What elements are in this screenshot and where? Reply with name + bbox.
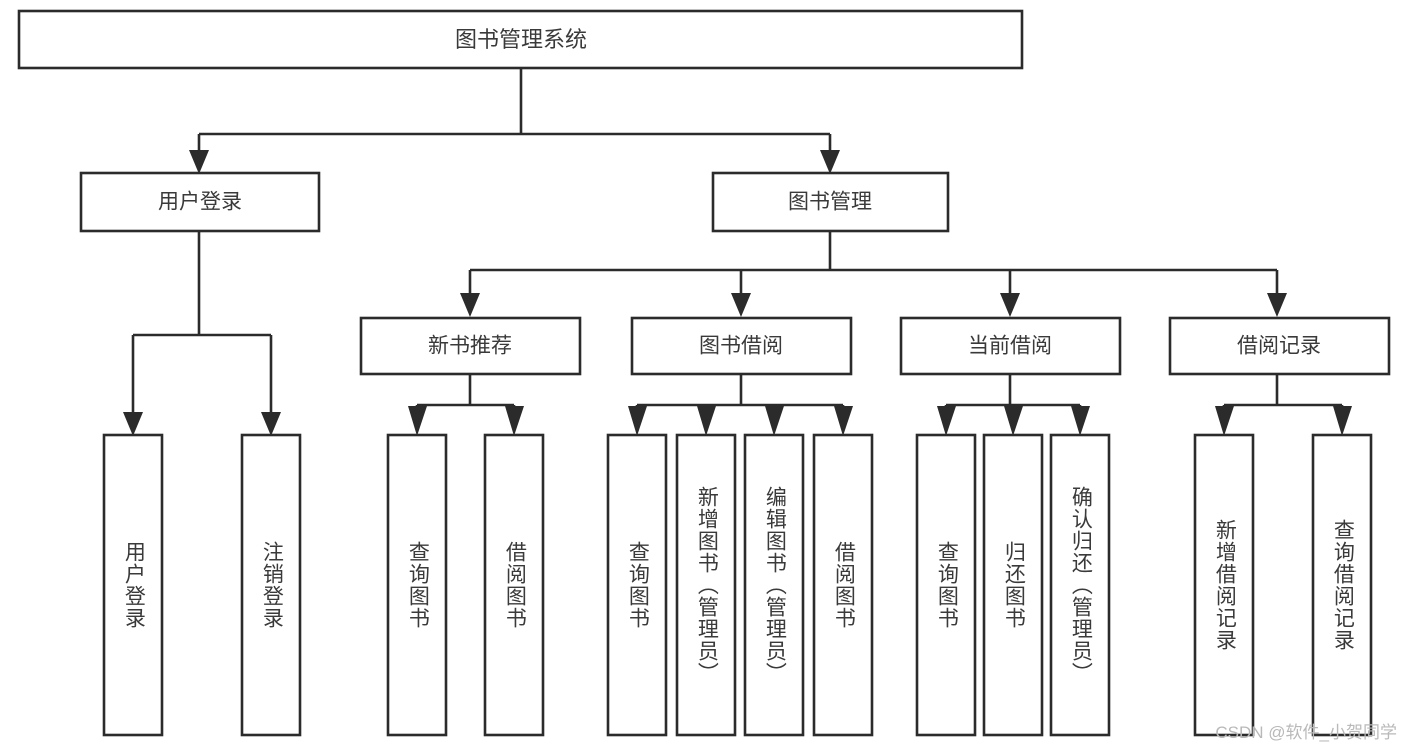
leaf-new-book-1[interactable] — [386, 433, 448, 737]
arrow-icon-current-leaf-1 — [937, 406, 956, 436]
arrow-icon-userlogin-leaf-2 — [261, 412, 281, 436]
arrow-icon-borrow-leaf-1 — [628, 406, 647, 436]
leaf-borrow-record-2[interactable] — [1311, 433, 1373, 737]
arrow-icon-to-record — [1267, 293, 1287, 317]
node-user-login-label: 用户登录 — [158, 191, 242, 214]
arrow-icon-borrow-leaf-2 — [697, 406, 716, 436]
node-current-borrow-label: 当前借阅 — [968, 335, 1052, 358]
node-book-manage-label: 图书管理 — [788, 191, 872, 214]
arrow-icon-to-current — [1000, 293, 1020, 317]
leaf-new-book-2[interactable] — [483, 433, 545, 737]
leaf-book-borrow-3[interactable] — [743, 433, 805, 737]
node-user-login[interactable]: 用户登录 — [79, 171, 321, 233]
arrow-heads — [123, 150, 1352, 436]
arrow-icon-to-borrow — [731, 293, 751, 317]
node-current-borrow[interactable]: 当前借阅 — [899, 316, 1122, 376]
leaf-current-borrow-2[interactable] — [982, 433, 1044, 737]
leaf-book-borrow-4[interactable] — [812, 433, 874, 737]
leaf-book-borrow-2[interactable] — [675, 433, 737, 737]
arrow-icon-borrow-leaf-3 — [765, 406, 784, 436]
node-new-book-recommend-label: 新书推荐 — [428, 335, 512, 358]
arrow-icon-to-newbook — [460, 293, 480, 317]
arrow-icon-record-leaf-2 — [1333, 406, 1352, 436]
leaf-user-login-1[interactable] — [102, 433, 164, 737]
node-borrow-record-label: 借阅记录 — [1237, 335, 1321, 358]
node-book-borrow[interactable]: 图书借阅 — [630, 316, 853, 376]
node-book-manage[interactable]: 图书管理 — [711, 171, 950, 233]
node-root[interactable]: 图书管理系统 — [17, 9, 1024, 70]
arrow-icon-newbook-leaf-2 — [505, 406, 524, 436]
node-root-label: 图书管理系统 — [455, 27, 587, 52]
arrow-icon-current-leaf-3 — [1071, 406, 1090, 436]
node-book-borrow-label: 图书借阅 — [699, 335, 783, 358]
leaf-book-borrow-1[interactable] — [606, 433, 668, 737]
watermark: CSDN @软件_小贺同学 — [1215, 723, 1397, 742]
leaf-current-borrow-3[interactable] — [1049, 433, 1111, 737]
arrow-icon-to-user-login — [189, 150, 209, 174]
leaf-user-login-2[interactable] — [240, 433, 302, 737]
arrow-icon-to-book-manage — [820, 150, 840, 174]
leaf-current-borrow-1[interactable] — [915, 433, 977, 737]
node-borrow-record[interactable]: 借阅记录 — [1168, 316, 1391, 376]
arrow-icon-record-leaf-1 — [1215, 406, 1234, 436]
leaf-borrow-record-1[interactable] — [1193, 433, 1255, 737]
arrow-icon-current-leaf-2 — [1004, 406, 1023, 436]
arrow-icon-newbook-leaf-1 — [408, 406, 427, 436]
arrow-icon-userlogin-leaf-1 — [123, 412, 143, 436]
node-new-book-recommend[interactable]: 新书推荐 — [359, 316, 582, 376]
arrow-icon-borrow-leaf-4 — [834, 406, 853, 436]
